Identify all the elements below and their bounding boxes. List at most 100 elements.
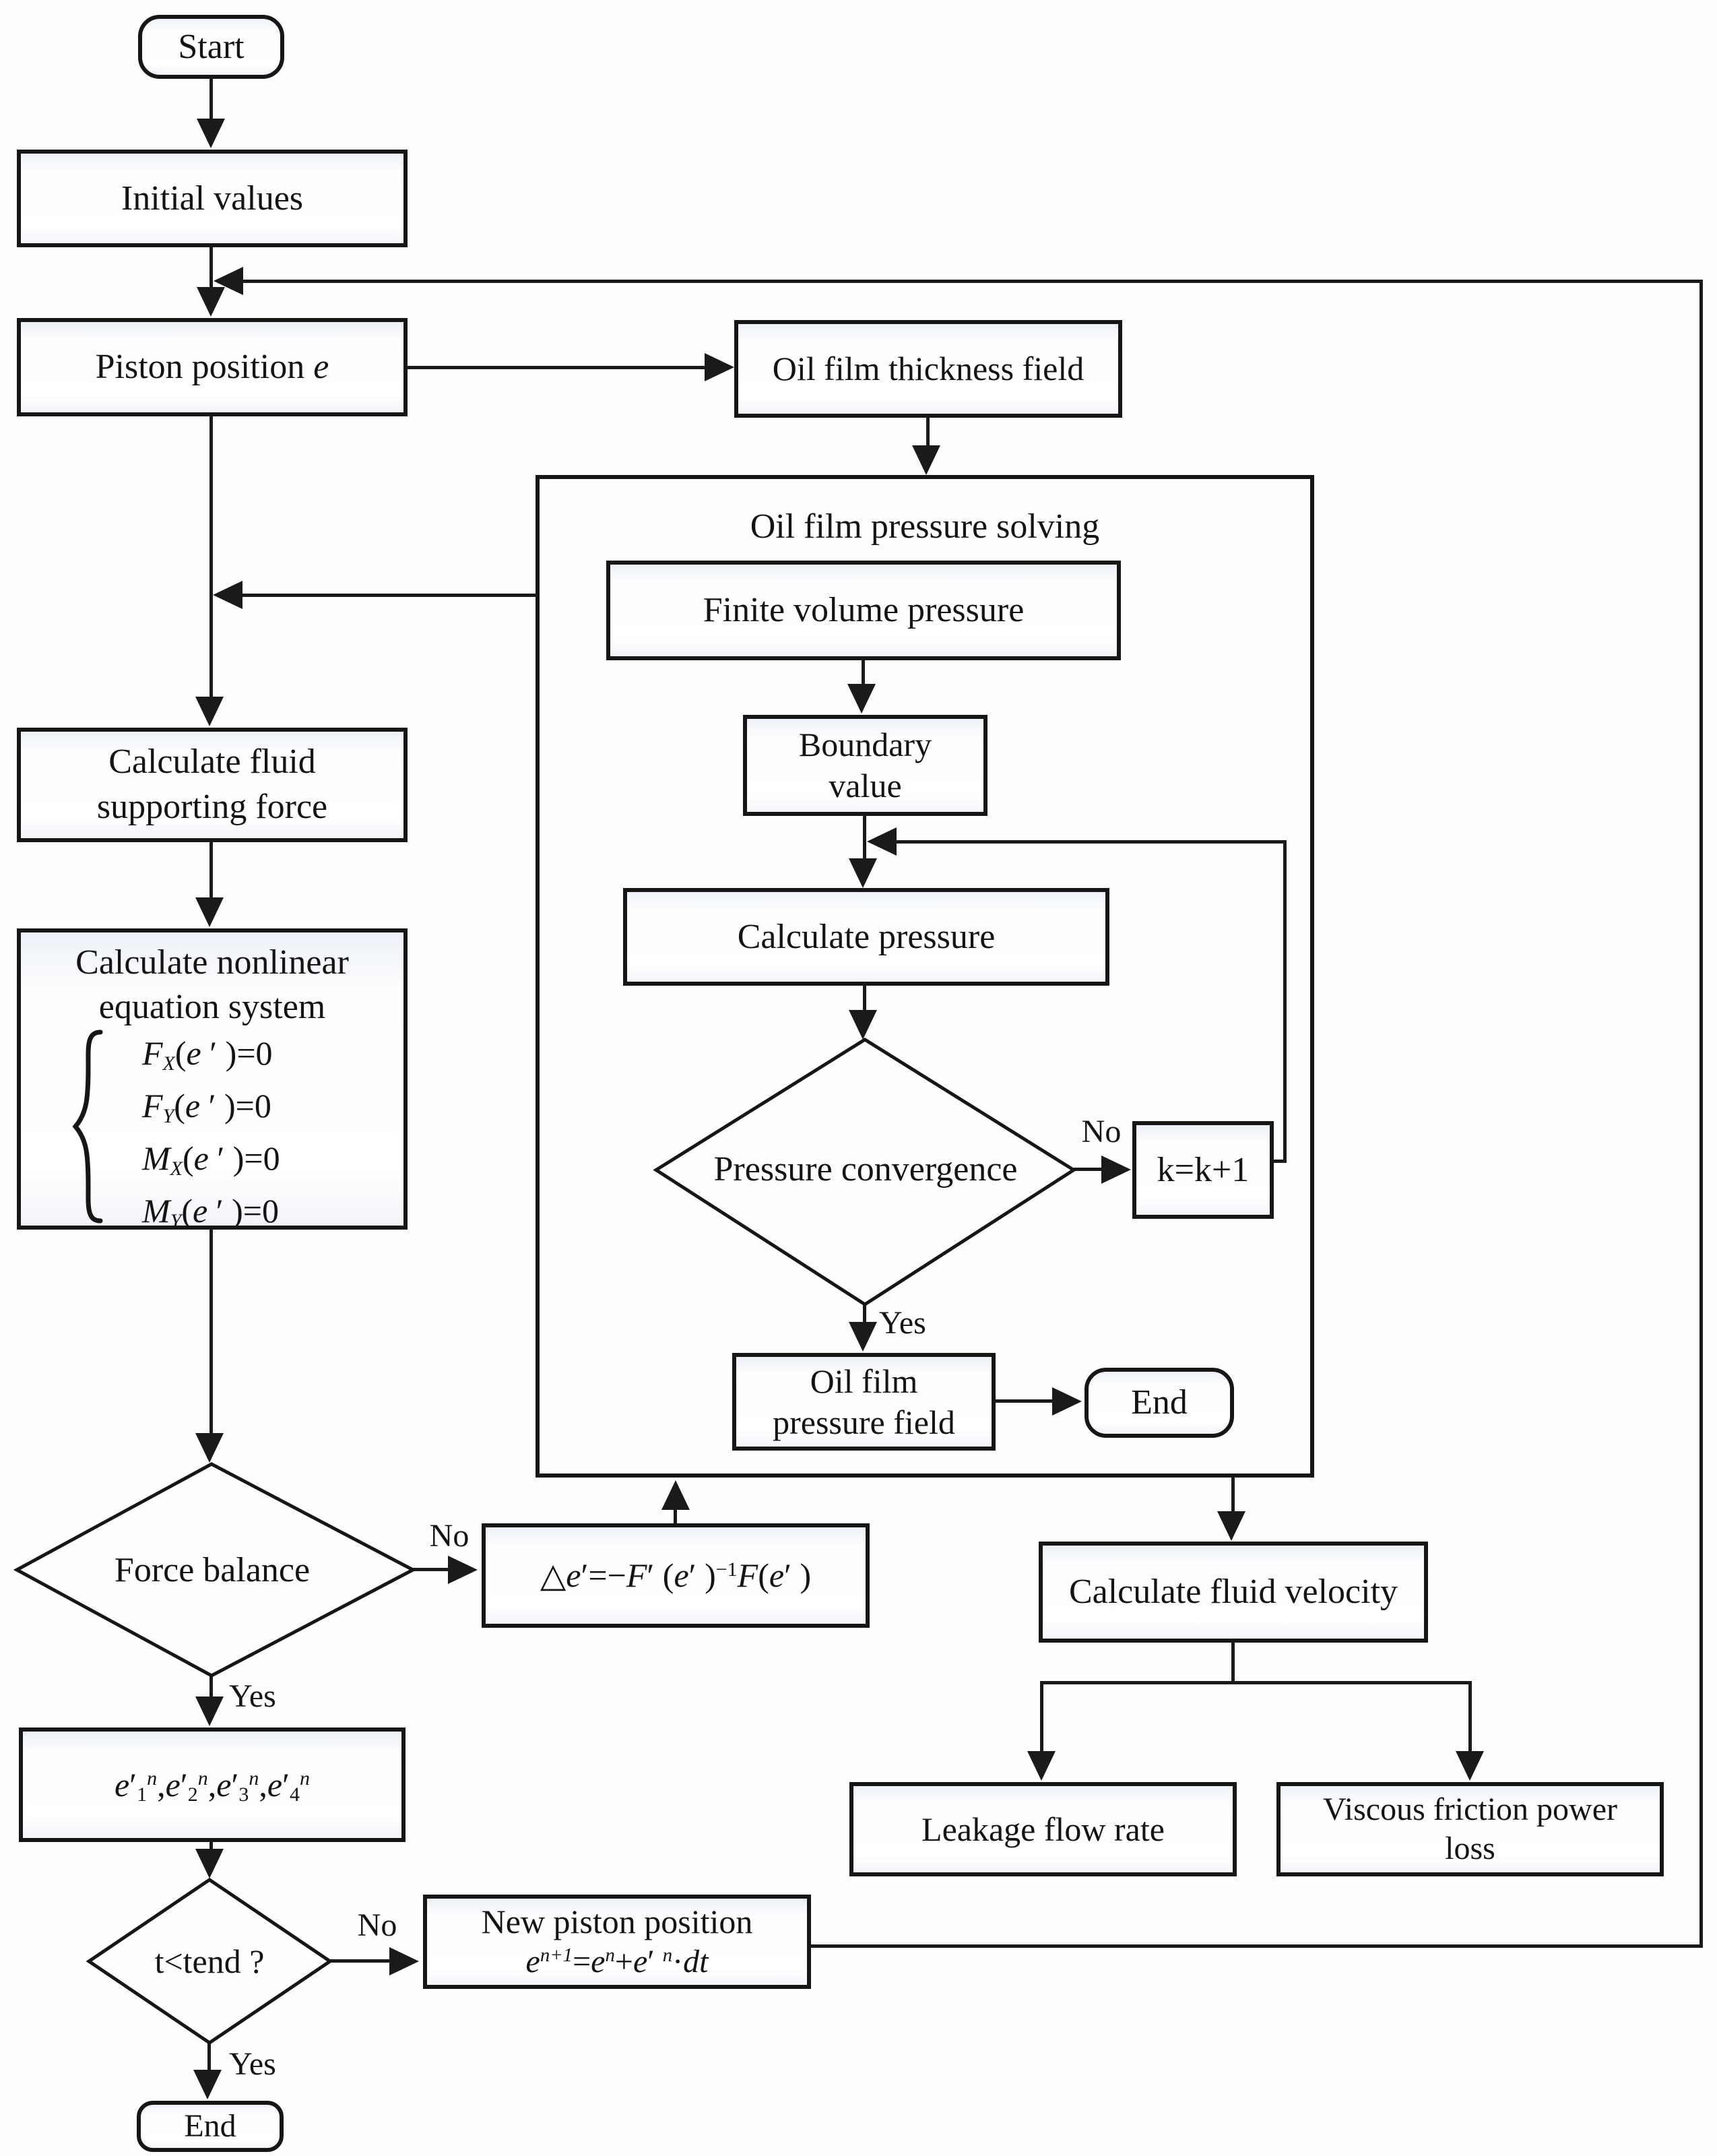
arrowhead-into-calcpressure: [849, 858, 877, 888]
connector-branch-leakage: [1040, 1681, 1043, 1752]
arrowhead-into-viscous: [1456, 1751, 1484, 1781]
nonlinear-equations: FX(e ′ )=0 FY(e ′ )=0 MX(e ′ )=0 MY(e ′ …: [21, 1029, 403, 1232]
eccentricity-values-node: e′1n,e′2n,e′3n,e′4n: [19, 1727, 406, 1842]
time-check-label: t<tend ?: [154, 1942, 265, 1980]
arrowhead-into-kbox: [1101, 1155, 1131, 1184]
label-no-force: No: [429, 1518, 469, 1554]
nonlinear-title-line2: equation system: [98, 988, 326, 1026]
label-yes-time: Yes: [229, 2046, 276, 2082]
calculate-pressure-label: Calculate pressure: [737, 917, 996, 956]
arrowhead-into-pressure-field: [849, 1322, 877, 1352]
viscous-friction-node: Viscous friction power loss: [1276, 1782, 1664, 1876]
new-piston-title: New piston position: [481, 1903, 753, 1941]
label-no-time: No: [357, 1907, 397, 1943]
fluid-force-line2: supporting force: [96, 788, 328, 826]
arrowhead-into-delta: [448, 1556, 478, 1584]
arrowhead-into-end-main: [193, 2070, 222, 2099]
connector-timecheck-end: [207, 2043, 211, 2071]
arrowhead-into-fluidforce: [195, 697, 224, 726]
arrowhead-container-leftcolumn: [213, 581, 242, 609]
boundary-value-line1: Boundary: [798, 726, 932, 763]
end-main-label: End: [184, 2107, 236, 2144]
connector-return-top: [240, 280, 1703, 283]
k-increment-label: k=k+1: [1157, 1150, 1250, 1189]
pressure-solving-container: [536, 475, 1314, 1478]
pressure-field-line1: Oil film: [810, 1362, 918, 1400]
force-balance-diamond: [13, 1462, 416, 1678]
arrowhead-into-initial-values: [197, 119, 225, 148]
end-main-node: End: [137, 2101, 284, 2152]
connector-forcebalance-delta: [406, 1568, 451, 1571]
fluid-velocity-label: Calculate fluid velocity: [1068, 1573, 1398, 1612]
connector-boundary-calcpressure: [863, 816, 866, 860]
connector-return-bottom: [811, 1944, 1703, 1948]
connector-thickness-container: [926, 418, 930, 447]
label-no-pressure: No: [1081, 1114, 1122, 1149]
connector-branch-viscous: [1468, 1681, 1472, 1752]
arrowhead-into-thickness-field: [705, 353, 734, 381]
arrowhead-into-convergence: [849, 1010, 877, 1040]
new-piston-equation: en+1=en+e′ n·dt: [525, 1944, 709, 1980]
connector-nonlinear-forcebalance: [209, 1230, 213, 1434]
curly-brace-icon: [72, 1029, 103, 1224]
connector-kloop-horizontal: [893, 840, 1287, 844]
arrowhead-into-leakage: [1027, 1751, 1056, 1781]
eccentricity-values-label: e′1n,e′2n,e′3n,e′4n: [114, 1765, 311, 1806]
equation-row: MY(e ′ )=0: [142, 1192, 279, 1232]
pressure-field-line2: pressure field: [773, 1403, 955, 1441]
arrowhead-kloop: [867, 827, 897, 856]
label-yes-force: Yes: [229, 1678, 276, 1714]
oil-film-thickness-node: Oil film thickness field: [734, 320, 1122, 418]
connector-container-leftcolumn: [239, 594, 538, 597]
connector-timecheck-newpiston: [330, 1959, 392, 1963]
connector-velocity-branch: [1231, 1643, 1235, 1684]
equation-row: FY(e ′ )=0: [142, 1087, 271, 1127]
connector-field-end: [996, 1399, 1055, 1403]
pressure-solving-title: Oil film pressure solving: [750, 507, 1100, 546]
fluid-force-line1: Calculate fluid: [108, 742, 316, 782]
connector-calcpressure-convergence: [863, 986, 866, 1011]
leakage-label: Leakage flow rate: [921, 1810, 1165, 1848]
equation-row: MX(e ′ )=0: [142, 1139, 280, 1180]
arrowhead-into-eccentricity: [195, 1697, 224, 1726]
boundary-value-node: Boundary value: [743, 715, 987, 816]
new-piston-position-node: New piston position en+1=en+e′ n·dt: [423, 1895, 811, 1989]
calculate-fluid-force-node: Calculate fluid supporting force: [17, 728, 408, 842]
time-check-diamond: [86, 1877, 333, 2046]
oil-film-pressure-field-node: Oil film pressure field: [732, 1353, 996, 1451]
nonlinear-system-node: Calculate nonlinear equation system FX(e…: [17, 928, 408, 1232]
connector-eccentricity-timecheck: [209, 1842, 213, 1850]
finite-volume-node: Finite volume pressure: [606, 561, 1121, 660]
delta-equation-label: △e′=−F′ (e′ )−1F(e′ ): [540, 1556, 812, 1594]
connector-start-initial: [209, 79, 213, 120]
connector-kloop-vertical: [1283, 840, 1287, 1163]
arrowhead-into-end-pressure: [1052, 1387, 1082, 1416]
connector-return-right: [1699, 280, 1703, 1948]
connector-branch-horizontal: [1040, 1681, 1472, 1684]
arrowhead-into-timecheck: [195, 1849, 224, 1878]
delta-equation-node: △e′=−F′ (e′ )−1F(e′ ): [482, 1523, 870, 1628]
connector-piston-thickness: [408, 366, 705, 369]
connector-fluidforce-nonlinear: [209, 842, 213, 899]
start-node: Start: [138, 15, 284, 79]
end-pressure-label: End: [1131, 1383, 1188, 1422]
arrowhead-into-boundary: [847, 684, 876, 714]
arrowhead-into-forcebalance: [195, 1433, 224, 1463]
arrowhead-return-top: [214, 267, 243, 295]
connector-piston-fluidforce: [209, 416, 213, 698]
pressure-convergence-diamond: [653, 1038, 1077, 1306]
connector-container-velocity: [1231, 1478, 1235, 1513]
k-increment-node: k=k+1: [1132, 1121, 1274, 1219]
calculate-pressure-node: Calculate pressure: [623, 888, 1109, 986]
viscous-line2: loss: [1445, 1831, 1495, 1866]
viscous-line1: Viscous friction power: [1322, 1792, 1617, 1828]
boundary-value-line2: value: [829, 767, 902, 804]
connector-initial-piston: [209, 247, 213, 288]
force-balance-label: Force balance: [114, 1550, 311, 1589]
arrowhead-into-velocity: [1217, 1511, 1245, 1541]
finite-volume-label: Finite volume pressure: [703, 591, 1025, 630]
nonlinear-title-line1: Calculate nonlinear: [75, 943, 349, 982]
pressure-convergence-label: Pressure convergence: [713, 1149, 1018, 1188]
leakage-flow-rate-node: Leakage flow rate: [849, 1782, 1237, 1876]
